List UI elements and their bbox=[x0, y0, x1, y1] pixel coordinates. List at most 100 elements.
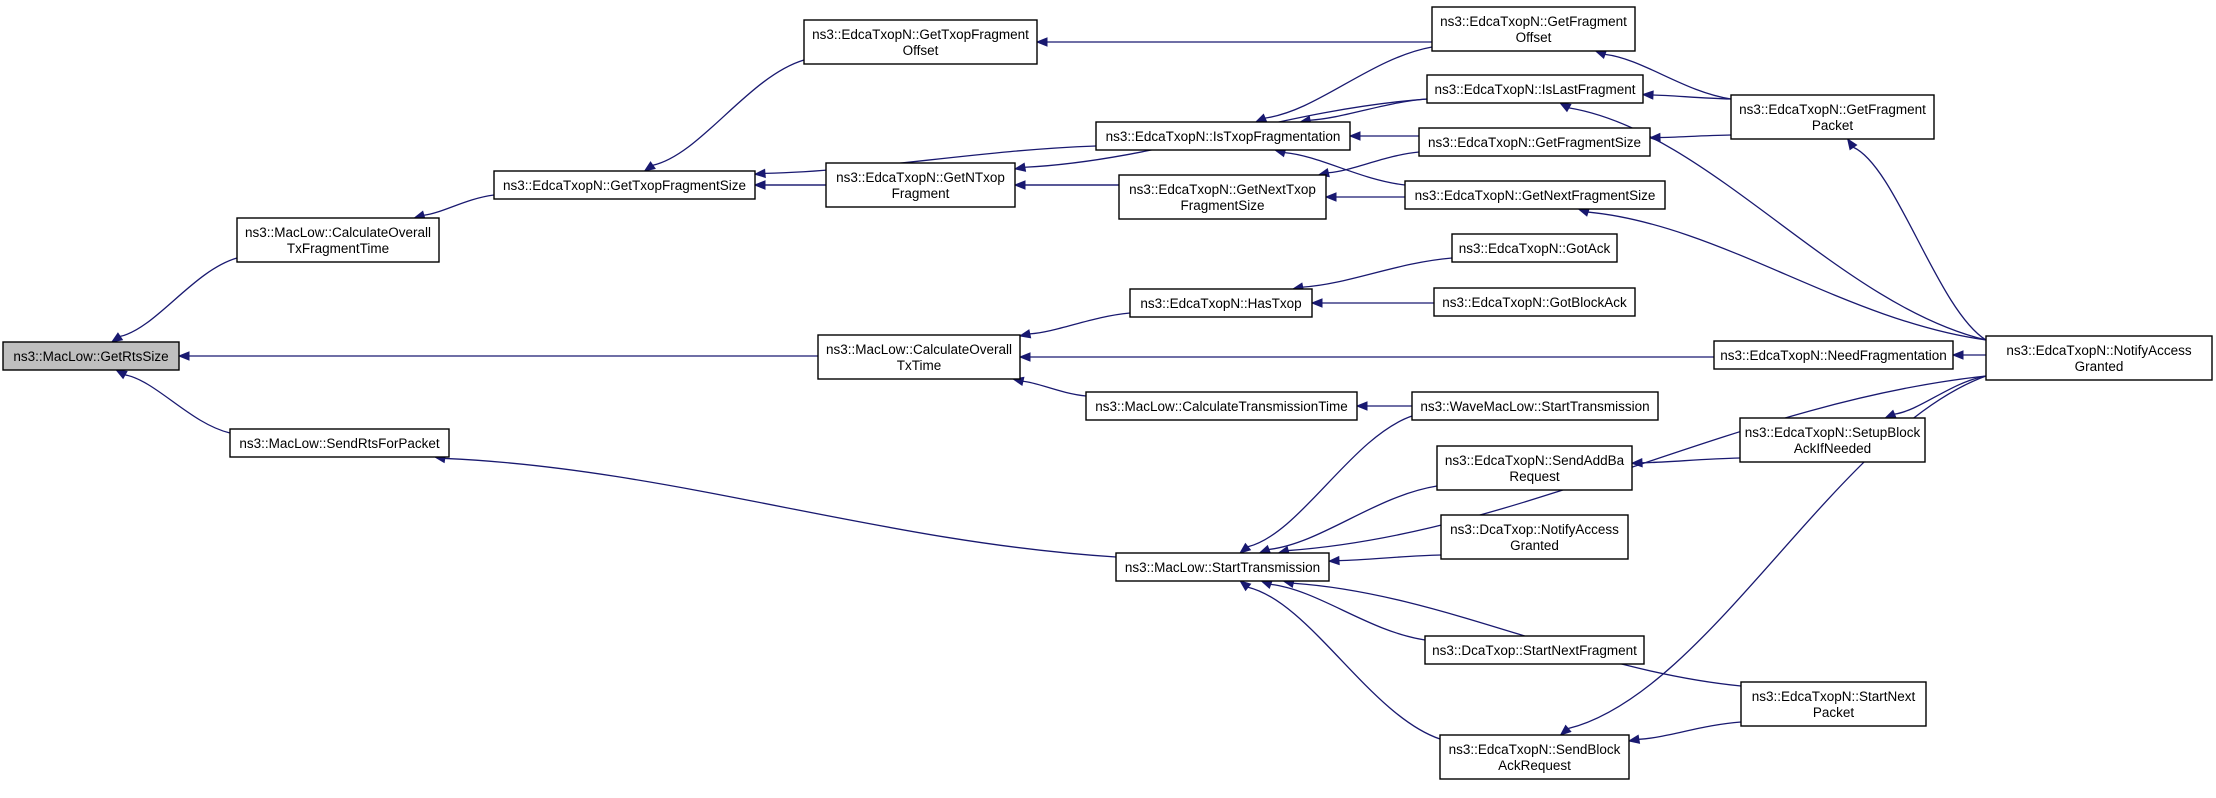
node-calc-overall-tx-fragment-time[interactable]: ns3::MacLow::CalculateOverallTxFragmentT… bbox=[236, 217, 440, 263]
node-is-txop-fragmentation[interactable]: ns3::EdcaTxopN::IsTxopFragmentation bbox=[1095, 121, 1351, 151]
edge-start-next-packet-to-send-block-ack-request bbox=[1627, 721, 1742, 744]
node-box[interactable] bbox=[817, 334, 1021, 380]
edges-layer bbox=[110, 37, 1987, 744]
edge-get-fragment-packet-to-get-fragment-size bbox=[1648, 132, 1732, 143]
edge-dca-notify-access-granted-to-start-transmission bbox=[1327, 554, 1442, 566]
edge-has-txop-to-calc-overall-tx-time bbox=[1018, 312, 1131, 339]
node-box[interactable] bbox=[1085, 391, 1358, 421]
edge-arrowhead bbox=[1310, 298, 1323, 308]
node-box[interactable] bbox=[236, 217, 440, 263]
node-box[interactable] bbox=[1115, 552, 1330, 582]
node-box[interactable] bbox=[1713, 340, 1954, 370]
node-box[interactable] bbox=[1433, 287, 1636, 317]
edge-arrowhead bbox=[1559, 724, 1572, 736]
edge-get-fragment-packet-to-is-last-fragment bbox=[1641, 90, 1732, 100]
edge-line bbox=[1270, 583, 1426, 641]
node-got-ack[interactable]: ns3::EdcaTxopN::GotAck bbox=[1451, 233, 1618, 263]
node-box[interactable] bbox=[1095, 121, 1351, 151]
node-got-block-ack[interactable]: ns3::EdcaTxopN::GotBlockAck bbox=[1433, 287, 1636, 317]
node-get-fragment-size[interactable]: ns3::EdcaTxopN::GetFragmentSize bbox=[1418, 127, 1651, 157]
edge-line bbox=[1288, 375, 1987, 552]
node-start-transmission[interactable]: ns3::MacLow::StartTransmission bbox=[1115, 552, 1330, 582]
node-box[interactable] bbox=[825, 162, 1016, 208]
node-box[interactable] bbox=[1424, 635, 1645, 665]
edge-line bbox=[1328, 151, 1420, 174]
edge-line bbox=[1302, 257, 1453, 288]
edge-arrowhead bbox=[1013, 180, 1026, 190]
node-box[interactable] bbox=[1439, 734, 1630, 780]
edge-got-block-ack-to-has-txop bbox=[1310, 298, 1434, 308]
node-box[interactable] bbox=[1411, 391, 1659, 421]
edge-line bbox=[120, 257, 238, 338]
node-box[interactable] bbox=[1436, 445, 1633, 491]
node-box[interactable] bbox=[1740, 681, 1927, 727]
node-need-fragmentation[interactable]: ns3::EdcaTxopN::NeedFragmentation bbox=[1713, 340, 1954, 370]
node-box[interactable] bbox=[1404, 180, 1666, 210]
edge-notify-access-granted-to-get-fragment-packet bbox=[1846, 137, 1987, 341]
edge-arrowhead bbox=[1035, 37, 1048, 47]
node-box[interactable] bbox=[1739, 417, 1926, 463]
node-is-last-fragment[interactable]: ns3::EdcaTxopN::IsLastFragment bbox=[1426, 74, 1644, 104]
edge-arrowhead bbox=[753, 180, 766, 190]
edge-line bbox=[1029, 312, 1131, 335]
node-box[interactable] bbox=[229, 428, 450, 458]
node-wave-start-transmission[interactable]: ns3::WaveMacLow::StartTransmission bbox=[1411, 391, 1659, 421]
edge-arrowhead bbox=[1018, 352, 1031, 362]
edge-line bbox=[1284, 151, 1406, 186]
node-box[interactable] bbox=[1431, 6, 1636, 52]
edge-line bbox=[1293, 582, 1742, 687]
node-get-txop-fragment-size[interactable]: ns3::EdcaTxopN::GetTxopFragmentSize bbox=[493, 170, 756, 200]
edge-line bbox=[444, 457, 1117, 558]
node-calc-transmission-time[interactable]: ns3::MacLow::CalculateTransmissionTime bbox=[1085, 391, 1358, 421]
edge-arrowhead bbox=[1327, 555, 1340, 566]
node-box[interactable] bbox=[493, 170, 756, 200]
edge-line bbox=[1604, 53, 1732, 100]
edge-wave-start-transmission-to-calc-transmission-time bbox=[1355, 401, 1412, 411]
edge-line bbox=[1641, 457, 1741, 464]
node-box[interactable] bbox=[1451, 233, 1618, 263]
edge-arrowhead bbox=[1355, 401, 1368, 411]
node-box[interactable] bbox=[1129, 288, 1313, 318]
edge-line bbox=[1568, 107, 1987, 341]
node-box[interactable] bbox=[1118, 174, 1327, 220]
edge-line bbox=[1652, 94, 1732, 100]
node-dca-start-next-fragment[interactable]: ns3::DcaTxop::StartNextFragment bbox=[1424, 635, 1645, 665]
node-box[interactable] bbox=[1426, 74, 1644, 104]
edge-is-txop-fragmentation-to-get-txop-fragment-size bbox=[753, 145, 1097, 179]
edge-line bbox=[124, 374, 231, 434]
node-has-txop[interactable]: ns3::EdcaTxopN::HasTxop bbox=[1129, 288, 1313, 318]
edge-line bbox=[1638, 721, 1742, 740]
edge-calc-overall-tx-time-to-get-rts-size bbox=[177, 351, 818, 361]
node-box[interactable] bbox=[1730, 94, 1935, 140]
edge-get-next-txop-fragment-size-to-get-ntxop-fragment bbox=[1013, 180, 1120, 190]
node-box[interactable] bbox=[803, 19, 1038, 65]
node-box[interactable] bbox=[1440, 514, 1629, 560]
edge-need-fragmentation-to-calc-overall-tx-time bbox=[1018, 352, 1714, 362]
edge-arrowhead bbox=[1641, 90, 1654, 100]
node-box[interactable] bbox=[1985, 335, 2213, 381]
node-get-next-fragment-size[interactable]: ns3::EdcaTxopN::GetNextFragmentSize bbox=[1404, 180, 1666, 210]
edge-get-fragment-offset-to-is-txop-fragmentation bbox=[1254, 46, 1433, 123]
node-box[interactable] bbox=[1418, 127, 1651, 157]
edge-line bbox=[1894, 375, 1987, 415]
edge-arrowhead bbox=[1260, 580, 1273, 590]
edge-get-fragment-size-to-is-txop-fragmentation bbox=[1348, 131, 1419, 141]
edge-got-ack-to-has-txop bbox=[1291, 257, 1453, 292]
node-send-rts-for-packet[interactable]: ns3::MacLow::SendRtsForPacket bbox=[229, 428, 450, 458]
edge-arrowhead bbox=[1648, 132, 1661, 143]
edge-arrowhead bbox=[1627, 734, 1641, 744]
edge-arrowhead bbox=[1884, 409, 1897, 419]
